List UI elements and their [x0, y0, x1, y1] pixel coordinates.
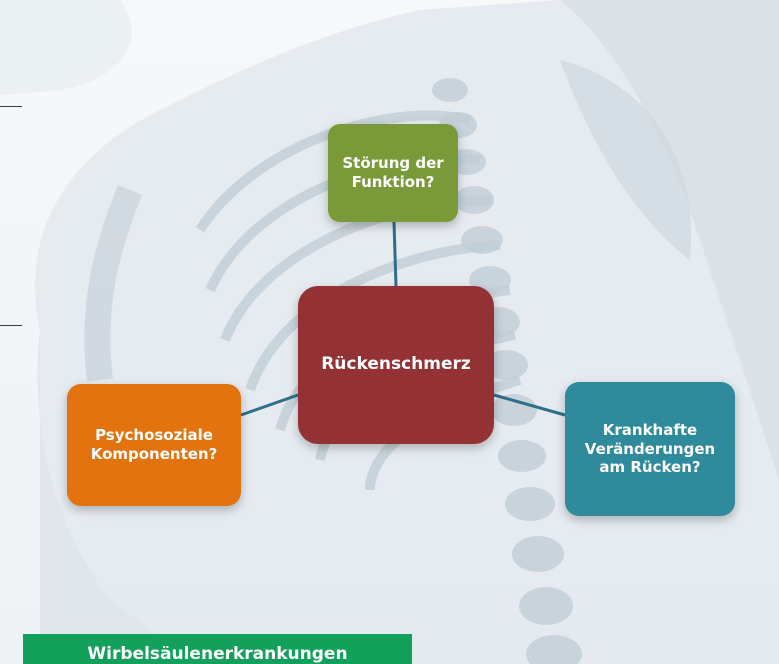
node-psychosoziale-komponenten: Psychosoziale Komponenten?: [67, 384, 241, 506]
divider-line-top: [0, 106, 22, 107]
node-stoerung-der-funktion: Störung der Funktion?: [328, 124, 458, 222]
connector-funktion: [394, 222, 396, 286]
divider-line-middle: [0, 325, 22, 326]
node-krankhafte-veraenderungen: Krankhafte Veränderungen am Rücken?: [565, 382, 735, 516]
node-rueckenschmerz-center: Rückenschmerz: [298, 286, 494, 444]
footer-title-bar: Wirbelsäulenerkrankungen: [23, 634, 412, 664]
